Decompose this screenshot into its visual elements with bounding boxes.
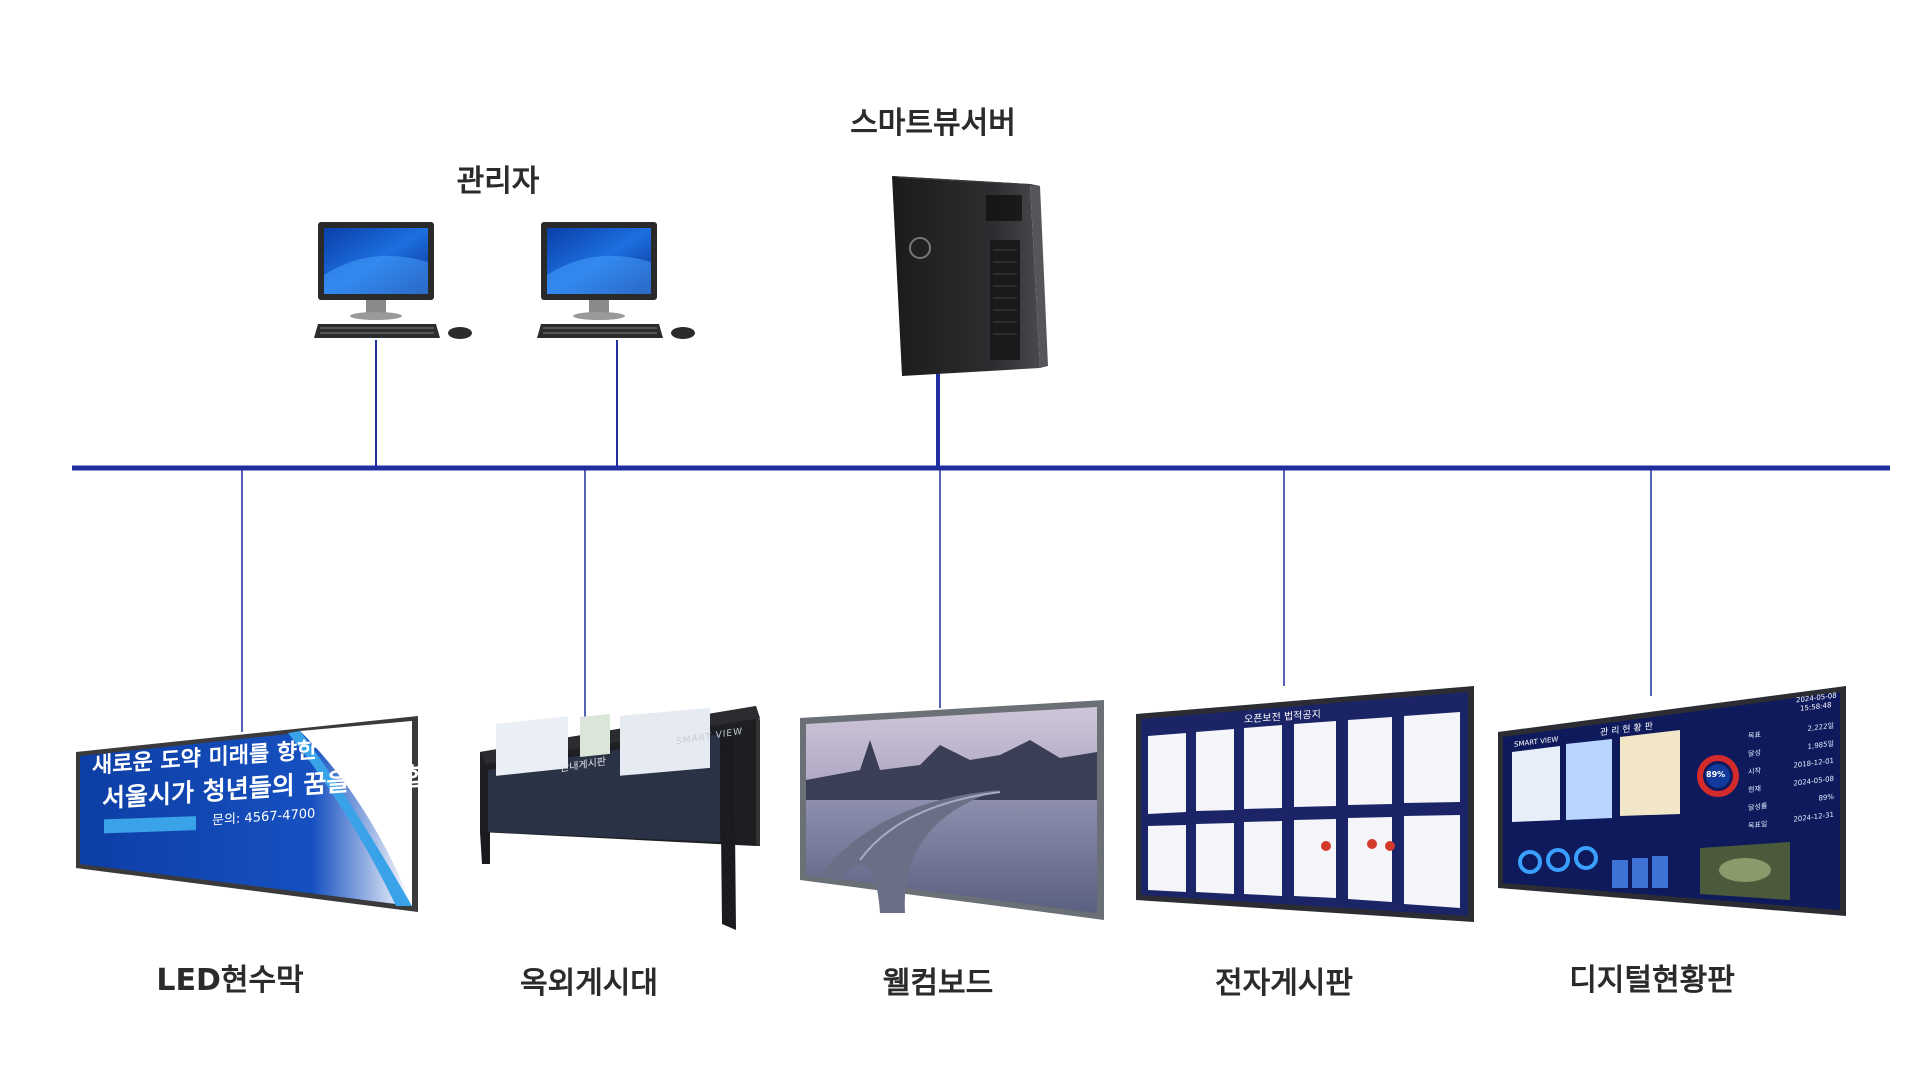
welcome-board-label: 웰컴보드 <box>882 966 994 1001</box>
admin-label: 관리자 <box>456 164 540 199</box>
digital-dashboard-label: 디지털현황판 <box>1569 963 1735 998</box>
dashboard-stat-value: 89% <box>1818 792 1834 803</box>
server-label: 스마트뷰서버 <box>850 106 1016 141</box>
outdoor-board-label: 옥외게시대 <box>520 966 658 1001</box>
digital-dashboard-display <box>1498 686 1846 916</box>
smartview-server <box>892 176 1048 376</box>
admin-pc-1 <box>314 222 472 339</box>
welcome-board-display <box>800 700 1104 920</box>
admin-pc-2 <box>537 222 695 339</box>
e-bulletin-display <box>1136 686 1474 922</box>
dashboard-stat-label: 목표일 <box>1748 819 1768 831</box>
dashboard-stat-label: 현재 <box>1748 784 1761 795</box>
dashboard-stats: 목표 2,222일 달성 1,985일 시작 2018-12-01 현재 202… <box>1748 721 1834 840</box>
dashboard-stat-label: 시작 <box>1748 766 1761 777</box>
dashboard-stat-label: 목표 <box>1748 730 1761 741</box>
e-bulletin-label: 전자게시판 <box>1215 966 1353 1001</box>
led-banner-label: LED현수막 <box>156 963 304 998</box>
dashboard-stat-label: 달성 <box>1748 748 1761 759</box>
outdoor-board-display <box>480 706 760 930</box>
led-banner-display <box>76 716 418 912</box>
dashboard-percent: 89% <box>1706 770 1726 779</box>
